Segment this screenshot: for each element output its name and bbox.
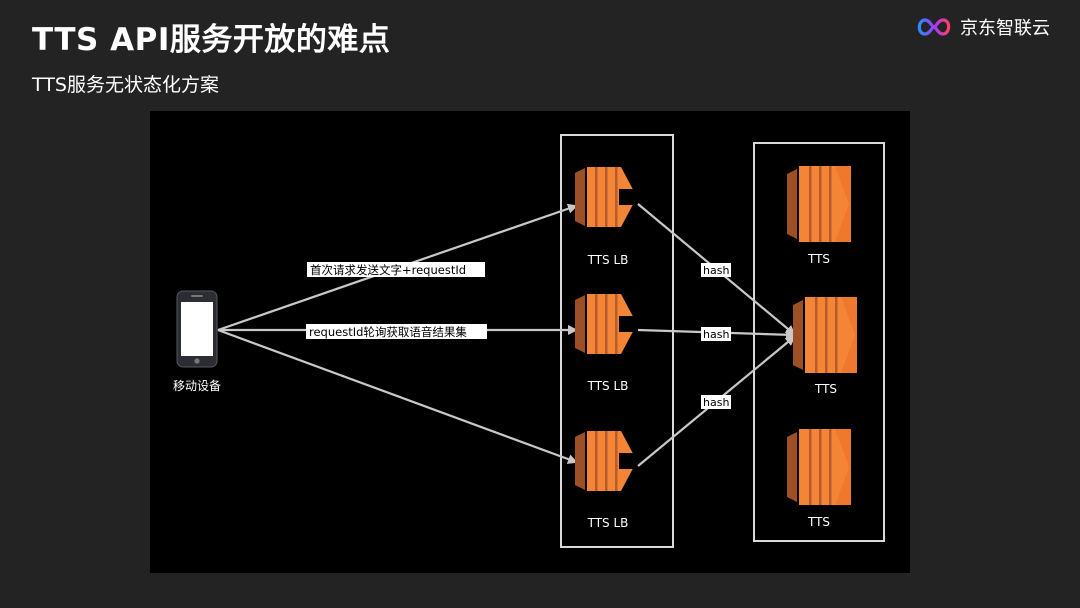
polling-label: requestId轮询获取语音结果集 <box>309 325 467 339</box>
brand-logo: 京东智联云 <box>914 14 1050 40</box>
page-subtitle: TTS服务无状态化方案 <box>32 74 219 96</box>
server-label: TTS <box>807 252 830 266</box>
compute-server-icon <box>793 297 857 373</box>
first-request-label: 首次请求发送文字+requestId <box>310 263 466 277</box>
server-label: TTS <box>807 515 830 529</box>
client-label: 移动设备 <box>173 379 221 393</box>
hash-label: hash <box>703 328 729 341</box>
server-label: TTS <box>814 382 837 396</box>
infinity-logo-icon <box>917 18 951 36</box>
compute-server-icon <box>787 166 851 242</box>
compute-server-icon <box>787 429 851 505</box>
page-title: TTS API服务开放的难点 <box>32 22 391 58</box>
hash-label: hash <box>703 264 729 277</box>
load-balancer-icon <box>575 294 639 354</box>
arrow-client-to-lb3 <box>217 328 578 464</box>
load-balancer-icon <box>575 167 639 227</box>
architecture-diagram: 移动设备 TTS LB TTS LB TTS LB TTS TTS TTS 首次… <box>150 111 910 573</box>
load-balancer-icon <box>575 431 639 491</box>
mobile-phone-icon <box>176 290 218 368</box>
hash-label: hash <box>703 396 729 409</box>
brand-name: 京东智联云 <box>960 18 1050 39</box>
lb-label: TTS LB <box>587 516 629 530</box>
server-group-frame <box>753 142 885 542</box>
lb-label: TTS LB <box>587 379 629 393</box>
lb-group-frame <box>560 134 674 548</box>
lb-label: TTS LB <box>587 253 629 267</box>
